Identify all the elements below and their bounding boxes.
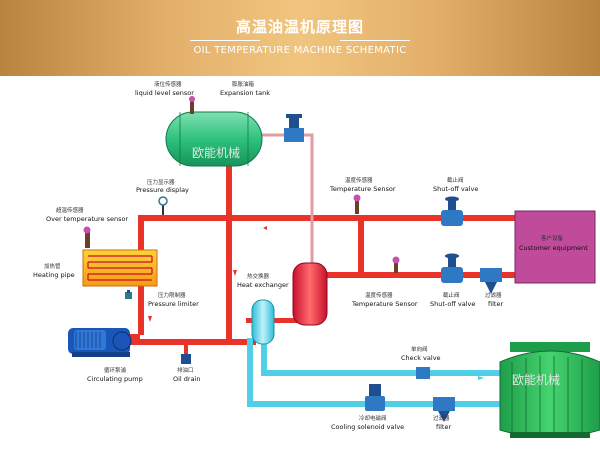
check-valve	[416, 367, 430, 379]
label-pump-cn: 循环泵浦	[104, 366, 127, 374]
label-temp-sensor-bot-cn: 温度传感器	[365, 291, 393, 299]
label-filter-bot-en: filter	[436, 423, 451, 431]
filter-middle	[480, 268, 502, 294]
label-temp-sensor-top-en: Temperature Sensor	[329, 185, 396, 193]
label-filter-bot-cn: 过滤器	[433, 414, 450, 422]
label-heating-pipe-cn: 加热管	[44, 262, 61, 270]
label-heat-exchanger-en: Heat exchanger	[237, 281, 289, 289]
liquid-level-sensor	[189, 96, 195, 114]
label-customer-en: Customer equipment	[519, 244, 588, 252]
shutoff-valve-top	[441, 196, 463, 226]
label-pressure-limiter-en: Pressure limiter	[148, 300, 199, 308]
shutoff-valve-bottom	[441, 253, 463, 283]
label-shutoff-top-en: Shut-off valve	[433, 185, 478, 193]
arrow-icon	[478, 376, 484, 380]
cooling-tower: 欧能机械	[499, 342, 600, 438]
divider	[340, 40, 410, 41]
label-solenoid-cn: 冷却电磁阀	[359, 414, 387, 422]
expansion-valve	[284, 114, 304, 142]
label-temp-sensor-bot-en: Temperature Sensor	[351, 300, 418, 308]
pressure-limiter	[125, 290, 132, 299]
label-filter-mid-cn: 过滤器	[485, 291, 502, 299]
labels: 液位传感器 liquid level sensor 膨胀油箱 Expansion…	[33, 80, 588, 431]
label-oil-drain-cn: 排油口	[177, 366, 194, 374]
pressure-display	[158, 196, 168, 215]
temperature-sensor-top	[353, 194, 361, 214]
page-title: 高温油温机原理图	[235, 18, 364, 36]
label-shutoff-bot-cn: 截止阀	[443, 291, 460, 299]
label-over-temp-en: Over temperature sensor	[46, 215, 128, 223]
filter-bottom	[433, 397, 455, 422]
label-pump-en: Circulating pump	[87, 375, 143, 383]
temperature-sensor-bottom	[392, 256, 400, 273]
label-customer-cn: 客户设备	[541, 234, 564, 242]
label-solenoid-en: Cooling solenoid valve	[331, 423, 404, 431]
divider	[190, 40, 260, 41]
arrow-icon	[472, 403, 478, 407]
heat-exchanger	[251, 262, 328, 345]
label-heat-exchanger-cn: 热交换器	[247, 272, 270, 280]
label-temp-sensor-top-cn: 温度传感器	[345, 176, 373, 184]
label-expansion-cn: 膨胀油箱	[232, 80, 255, 88]
label-pressure-limiter-cn: 压力限制器	[158, 291, 186, 299]
label-oil-drain-en: Oil drain	[173, 375, 201, 383]
arrow-icon	[233, 270, 237, 276]
arrow-icon	[205, 341, 211, 345]
flow-arrows	[148, 226, 484, 407]
expansion-tank: 欧能机械	[165, 111, 263, 167]
label-shutoff-top-cn: 截止阀	[447, 176, 464, 184]
tank-watermark: 欧能机械	[192, 145, 240, 160]
arrow-icon	[148, 316, 152, 322]
over-temperature-sensor	[83, 226, 91, 248]
label-shutoff-bot-en: Shut-off valve	[430, 300, 475, 308]
page-subtitle: OIL TEMPERATURE MACHINE SCHEMATIC	[193, 45, 407, 56]
customer-equipment	[514, 210, 596, 284]
label-check-valve-en: Check valve	[401, 354, 441, 362]
label-filter-mid-en: filter	[488, 300, 503, 308]
arrow-icon	[263, 226, 267, 230]
label-pressure-display-cn: 压力显示器	[147, 178, 175, 186]
label-expansion-en: Expansion tank	[220, 89, 270, 97]
header-banner: 高温油温机原理图 OIL TEMPERATURE MACHINE SCHEMAT…	[0, 0, 600, 76]
expansion-line	[262, 133, 314, 265]
label-pressure-display-en: Pressure display	[136, 186, 189, 194]
label-heating-pipe-en: Heating pipe	[33, 271, 75, 279]
label-check-valve-cn: 单向阀	[411, 345, 428, 353]
tower-watermark: 欧能机械	[512, 372, 560, 387]
label-over-temp-cn: 超温传感器	[56, 206, 84, 214]
cooling-solenoid-valve	[365, 384, 385, 411]
oil-drain-valve	[181, 344, 191, 364]
label-liquid-level-cn: 液位传感器	[154, 80, 182, 88]
label-liquid-level-en: liquid level sensor	[135, 89, 194, 97]
heating-pipe	[82, 249, 158, 287]
circulating-pump	[68, 328, 132, 357]
